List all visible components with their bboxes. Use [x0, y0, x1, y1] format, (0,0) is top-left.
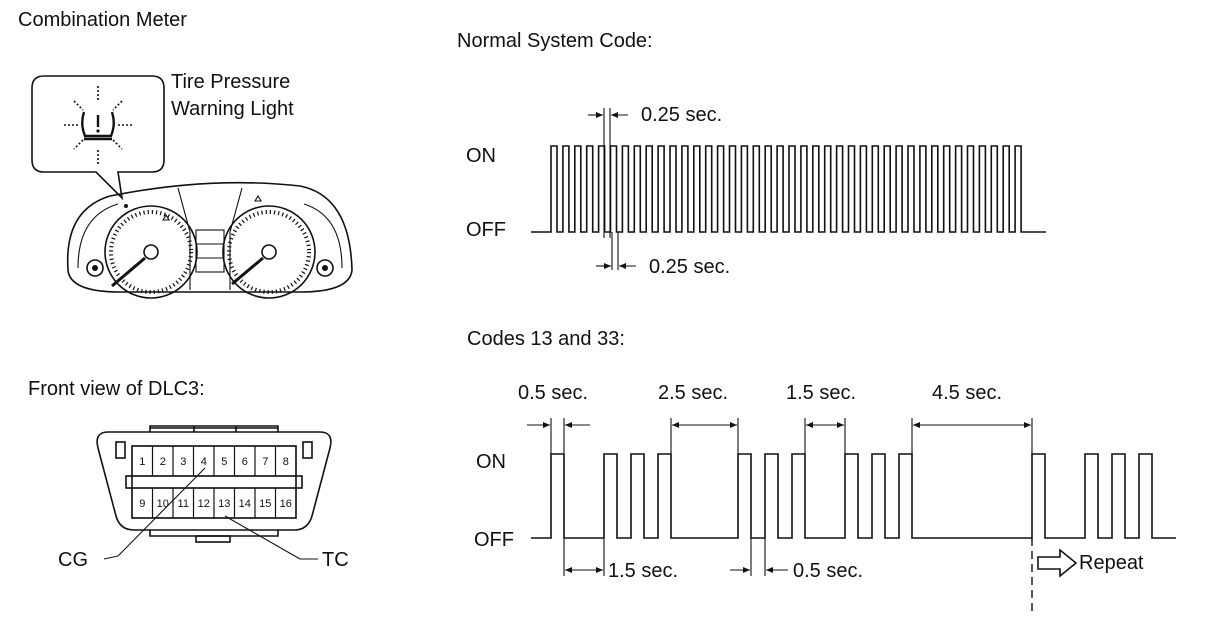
codes-title: Codes 13 and 33: [467, 328, 625, 350]
codes-dim-1-5-bottom: 1.5 sec. [608, 560, 678, 582]
dlc3-top-pin-number: 7 [262, 456, 268, 468]
codes-dim-4-5: 4.5 sec. [932, 382, 1002, 404]
codes-dim-1-5-top: 1.5 sec. [786, 382, 856, 404]
dlc3-top-pin-number: 6 [242, 456, 248, 468]
dlc3-bottom-pin-cell [274, 487, 297, 519]
normal-on-label: ON [466, 145, 496, 167]
dlc3-bottom-pin-number: 9 [139, 498, 145, 510]
dlc3-top-pin-number: 5 [221, 456, 227, 468]
dlc3-bottom-pin-number: 15 [259, 498, 271, 510]
dlc3-bottom-pin-number: 11 [178, 498, 189, 510]
dlc3-bottom-pin-number: 14 [239, 498, 251, 510]
cg-label: CG [58, 549, 88, 571]
dlc3-top-pin-number: 2 [160, 456, 166, 468]
normal-off-duration: 0.25 sec. [649, 256, 730, 278]
normal-code-waveform [531, 145, 1046, 233]
codes-on-label: ON [476, 451, 506, 473]
dlc3-top-pin-number: 1 [139, 456, 145, 468]
warning-light-label-line1: Tire Pressure [171, 71, 290, 93]
warning-light-callout [31, 75, 165, 201]
codes-dim-0-5-top: 0.5 sec. [518, 382, 588, 404]
normal-code-title: Normal System Code: [457, 30, 653, 52]
codes-off-label: OFF [474, 529, 514, 551]
codes-dim-0-5-bottom: 0.5 sec. [793, 560, 863, 582]
combination-meter-title: Combination Meter [18, 9, 187, 31]
warning-light-label-line2: Warning Light [171, 98, 294, 120]
dlc3-top-pin-number: 3 [180, 456, 186, 468]
normal-off-label: OFF [466, 219, 506, 241]
dlc3-bottom-pin-row: 9 10 11 12 13 14 15 16 [131, 487, 297, 519]
repeat-arrow-icon [1037, 548, 1078, 578]
dlc3-top-pin-number: 4 [201, 456, 207, 468]
dlc3-bottom-pin-number: 12 [198, 498, 210, 510]
instrument-cluster [66, 181, 353, 299]
cg-leader-tail [103, 555, 119, 560]
tc-leader-line [224, 515, 301, 560]
tire-pressure-warning-icon [64, 86, 132, 164]
dlc3-top-pin-cell [274, 445, 297, 477]
dlc3-bottom-pin-number: 10 [157, 498, 169, 510]
dlc3-title: Front view of DLC3: [28, 378, 205, 400]
codes-waveform [531, 453, 1176, 539]
normal-on-duration: 0.25 sec. [641, 104, 722, 126]
dlc3-connector [96, 425, 332, 543]
dlc3-top-pin-row: 1 2 3 4 5 6 7 8 [131, 445, 297, 477]
codes-dim-2-5: 2.5 sec. [658, 382, 728, 404]
cg-leader-line [117, 467, 206, 557]
repeat-label: Repeat [1079, 552, 1144, 574]
dlc3-bottom-pin-number: 16 [280, 498, 292, 510]
dlc3-top-pin-number: 8 [283, 456, 289, 468]
tc-label: TC [322, 549, 349, 571]
dlc3-bottom-pin-number: 13 [218, 498, 230, 510]
